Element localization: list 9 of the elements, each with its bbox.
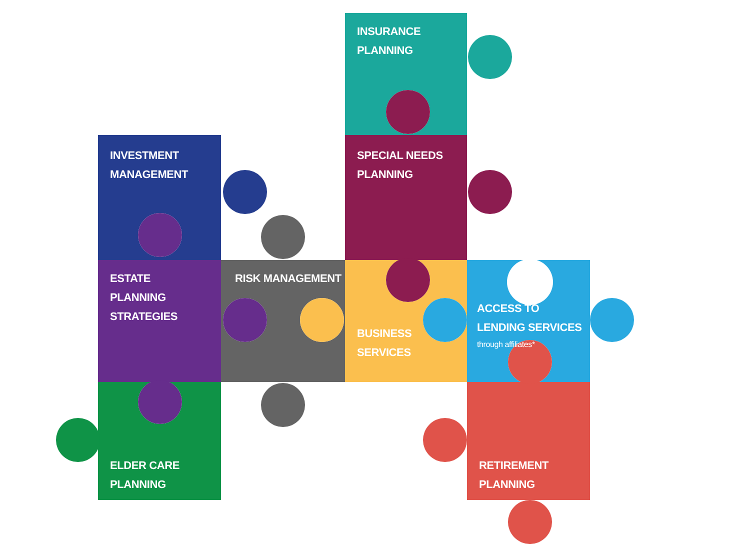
piece-label: ACCESS TO LENDING SERVICES bbox=[477, 302, 583, 336]
piece-label: RISK MANAGEMENT bbox=[235, 272, 342, 287]
piece-label: BUSINESS SERVICES bbox=[357, 327, 413, 361]
piece-label: INVESTMENT MANAGEMENT bbox=[110, 149, 190, 183]
piece-label: RETIREMENT PLANNING bbox=[479, 459, 550, 493]
piece-label: ESTATE PLANNING STRATEGIES bbox=[110, 272, 178, 325]
piece-label: SPECIAL NEEDS PLANNING bbox=[357, 149, 444, 183]
piece-label: INSURANCE PLANNING bbox=[357, 25, 422, 59]
piece-label: ELDER CARE PLANNING bbox=[110, 459, 181, 493]
